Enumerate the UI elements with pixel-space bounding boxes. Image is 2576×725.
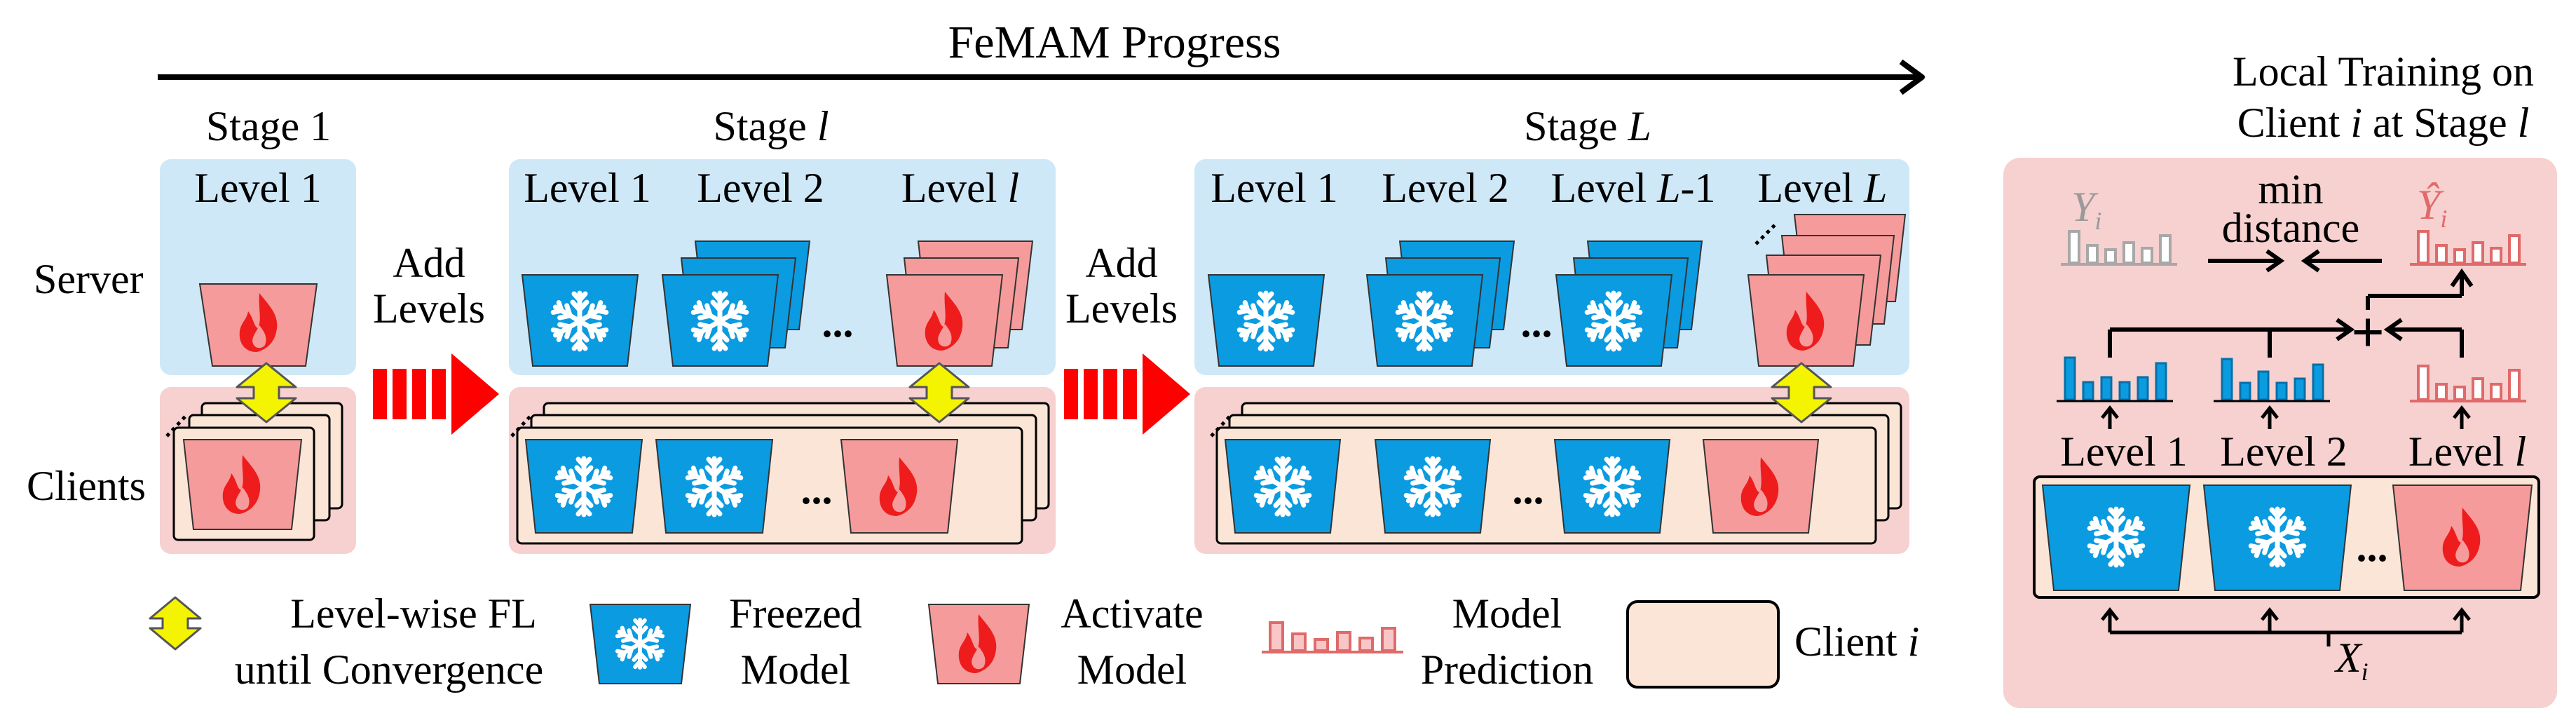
red-arrow-stripe bbox=[393, 369, 407, 419]
y-gray-bars bbox=[2061, 230, 2177, 266]
local-levell-label: Level l bbox=[2408, 428, 2526, 475]
y-label: Yi bbox=[2071, 184, 2101, 235]
add-levels-2-line1: Add bbox=[1085, 240, 1157, 286]
client-stack-dots bbox=[165, 412, 189, 438]
min-label: min bbox=[2258, 166, 2323, 212]
yhat-label: Ŷi bbox=[2417, 182, 2447, 233]
arrowhead-up bbox=[2450, 268, 2474, 287]
yhat-pink-bars bbox=[2410, 230, 2526, 266]
stage-1-client-active-model bbox=[182, 439, 303, 530]
legend-active-line1: Activate bbox=[1061, 590, 1203, 637]
legend-client-card bbox=[1626, 600, 1780, 689]
red-arrow-head bbox=[451, 353, 499, 435]
legend-frozen-line2: Model bbox=[741, 646, 851, 693]
clients-row-label: Clients bbox=[27, 463, 146, 509]
client-stack-dots bbox=[1210, 412, 1234, 438]
ellipsis: ... bbox=[2357, 524, 2388, 570]
progress-title: FeMAM Progress bbox=[948, 17, 1281, 68]
red-arrow-stripe bbox=[373, 369, 387, 419]
client-active-model bbox=[1702, 439, 1820, 534]
active-model bbox=[885, 274, 1004, 367]
active-model bbox=[1747, 274, 1865, 367]
red-arrow-stripe bbox=[1123, 369, 1137, 419]
distance-label: distance bbox=[2222, 205, 2360, 251]
red-arrow-stripe bbox=[1084, 369, 1098, 419]
stage-l: Stage l Level 1 Level 2 Level l ... ... bbox=[509, 103, 1056, 554]
add-levels-1: Add Levels bbox=[373, 240, 499, 435]
local-training-title-line2: Client i at Stage l bbox=[2237, 100, 2530, 146]
add-levels-1-line2: Levels bbox=[373, 285, 485, 332]
local-level1-label: Level 1 bbox=[2060, 428, 2188, 475]
arrowhead-left bbox=[2383, 318, 2403, 341]
legend-prediction-bars bbox=[1262, 621, 1403, 653]
progress-arrow-head bbox=[1899, 59, 1925, 95]
legend-frozen-line1: Freezed bbox=[729, 590, 862, 637]
stage-L-level1-label: Level 1 bbox=[1211, 165, 1338, 211]
local-level2-label: Level 2 bbox=[2220, 428, 2347, 475]
arrowhead-up bbox=[2261, 607, 2279, 621]
level2-output-bars bbox=[2214, 358, 2330, 402]
client-stack-dots bbox=[510, 412, 534, 438]
stage-L-levelL-label: Level L bbox=[1758, 165, 1888, 211]
local-training-title-line1: Local Training on bbox=[2233, 48, 2534, 95]
arrowhead-right bbox=[2336, 318, 2355, 341]
level1-output-bars bbox=[2057, 356, 2173, 402]
arrowhead-up bbox=[2453, 405, 2471, 419]
stage-L-levelLminus1-label: Level L-1 bbox=[1551, 165, 1716, 211]
stage-l-levell-label: Level l bbox=[901, 165, 1019, 211]
levell-output-bars bbox=[2410, 365, 2526, 402]
stage-1: Stage 1 Level 1 bbox=[160, 103, 356, 554]
add-levels-2-line2: Levels bbox=[1065, 285, 1178, 332]
arrowhead-up bbox=[2101, 405, 2119, 419]
legend-pred-line1: Model bbox=[1452, 590, 1562, 637]
add-levels-1-line1: Add bbox=[393, 240, 465, 286]
stage-l-level2-label: Level 2 bbox=[697, 165, 824, 211]
local-training-panel: Local Training on Client i at Stage l Yi… bbox=[2003, 48, 2557, 708]
red-arrow-stripe bbox=[412, 369, 426, 419]
legend-fl-line2: until Convergence bbox=[235, 646, 543, 693]
ellipsis: ... bbox=[1521, 299, 1553, 346]
stage-1-level-label: Level 1 bbox=[194, 165, 322, 211]
red-arrow-stripe bbox=[1103, 369, 1117, 419]
ellipsis: ... bbox=[1513, 466, 1544, 513]
arrowhead-left bbox=[2301, 249, 2320, 273]
stage-l-title: Stage l bbox=[714, 103, 829, 149]
legend-active-line2: Model bbox=[1077, 646, 1187, 693]
legend: Level-wise FL until Convergence Freezed … bbox=[149, 590, 1919, 693]
legend-fl-line1: Level-wise FL bbox=[290, 590, 537, 637]
legend-client-label: Client i bbox=[1794, 618, 1919, 665]
client-active-model bbox=[840, 439, 959, 534]
red-arrow-stripe bbox=[432, 369, 446, 419]
stage-1-active-model bbox=[198, 283, 318, 367]
local-active-model bbox=[2392, 485, 2533, 591]
stage-L-title: Stage L bbox=[1524, 103, 1651, 149]
legend-pred-line2: Prediction bbox=[1421, 646, 1594, 693]
stack-dots bbox=[1754, 222, 1778, 245]
stage-1-title: Stage 1 bbox=[206, 103, 331, 149]
ellipsis: ... bbox=[801, 466, 833, 513]
server-row-label: Server bbox=[34, 256, 144, 302]
red-arrow-head bbox=[1143, 353, 1190, 435]
stage-l-level1-label: Level 1 bbox=[524, 165, 651, 211]
add-levels-2: Add Levels bbox=[1064, 240, 1190, 435]
red-arrow-stripe bbox=[1064, 369, 1078, 419]
ellipsis: ... bbox=[822, 299, 854, 346]
arrowhead-up bbox=[2261, 405, 2279, 419]
plus-sign: + bbox=[2351, 300, 2385, 365]
stage-L: Stage L Level 1 Level 2 Level L-1 Level … bbox=[1194, 103, 1909, 554]
arrowhead-up bbox=[2101, 607, 2119, 621]
x-input-label: Xi bbox=[2334, 635, 2369, 686]
stage-L-level2-label: Level 2 bbox=[1382, 165, 1509, 211]
arrowhead-right bbox=[2265, 249, 2285, 273]
arrowhead-up bbox=[2453, 607, 2471, 621]
legend-fl-arrow bbox=[149, 596, 202, 651]
